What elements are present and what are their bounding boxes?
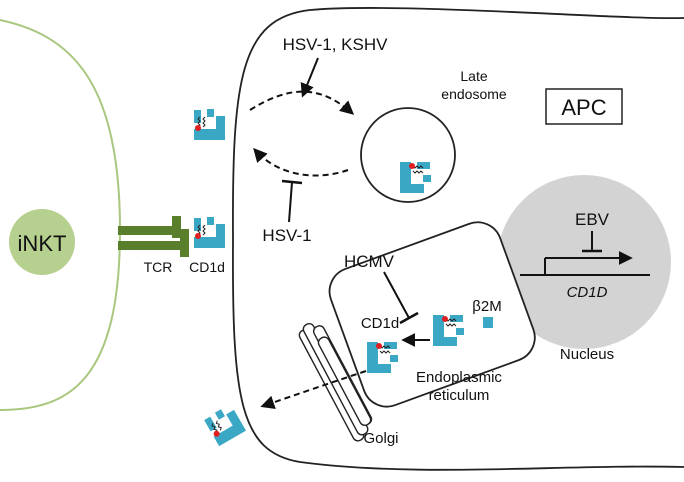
hcmv-label: HCMV <box>344 252 395 271</box>
ebv-label: EBV <box>575 210 610 229</box>
inkt-label: iNKT <box>18 231 67 256</box>
apc-label: APC <box>561 95 606 120</box>
late-endosome-label-1: Late <box>460 68 487 84</box>
recycling-arrow <box>253 147 349 177</box>
export-arrow <box>260 370 367 409</box>
golgi <box>298 322 373 442</box>
cd1d-er-label: CD1d <box>361 315 399 332</box>
tcr-label: TCR <box>144 259 173 275</box>
cd1d-surface-tcr <box>193 216 226 249</box>
hsv1-inhibition-line <box>288 181 293 223</box>
cd1d-surface-lower <box>203 403 247 447</box>
hcmv-inhibition-line <box>383 271 410 319</box>
hsv-kshv-arrow <box>300 57 319 98</box>
inkt-cell <box>9 209 75 275</box>
hsv-kshv-label: HSV-1, KSHV <box>283 35 389 54</box>
cd1d-gene-label: CD1D <box>567 284 608 301</box>
late-endosome <box>360 107 456 203</box>
golgi-label: Golgi <box>363 430 398 447</box>
b2m-label: β2M <box>472 298 501 315</box>
endoplasmic-reticulum <box>328 221 536 408</box>
hcmv-inhibition-bar <box>399 311 419 325</box>
late-endosome-label-2: endosome <box>441 86 507 102</box>
hsv1-label: HSV-1 <box>262 226 311 245</box>
b2m-subunit <box>483 317 493 328</box>
er-label-1: Endoplasmic <box>416 369 502 386</box>
nucleus <box>497 175 671 349</box>
hsv1-inhibition-bar <box>281 179 303 185</box>
apc-membrane <box>232 7 684 471</box>
nucleus-label: Nucleus <box>560 346 614 363</box>
apc-box <box>545 88 623 125</box>
cd1d-gene-promoter <box>520 251 650 276</box>
cd1d-surface-upper <box>193 108 226 141</box>
endocytosis-arrow <box>249 90 355 115</box>
er-label-2: reticulum <box>429 387 490 404</box>
tcr-receptor <box>118 216 189 257</box>
cd1d-surface-label: CD1d <box>189 259 225 275</box>
